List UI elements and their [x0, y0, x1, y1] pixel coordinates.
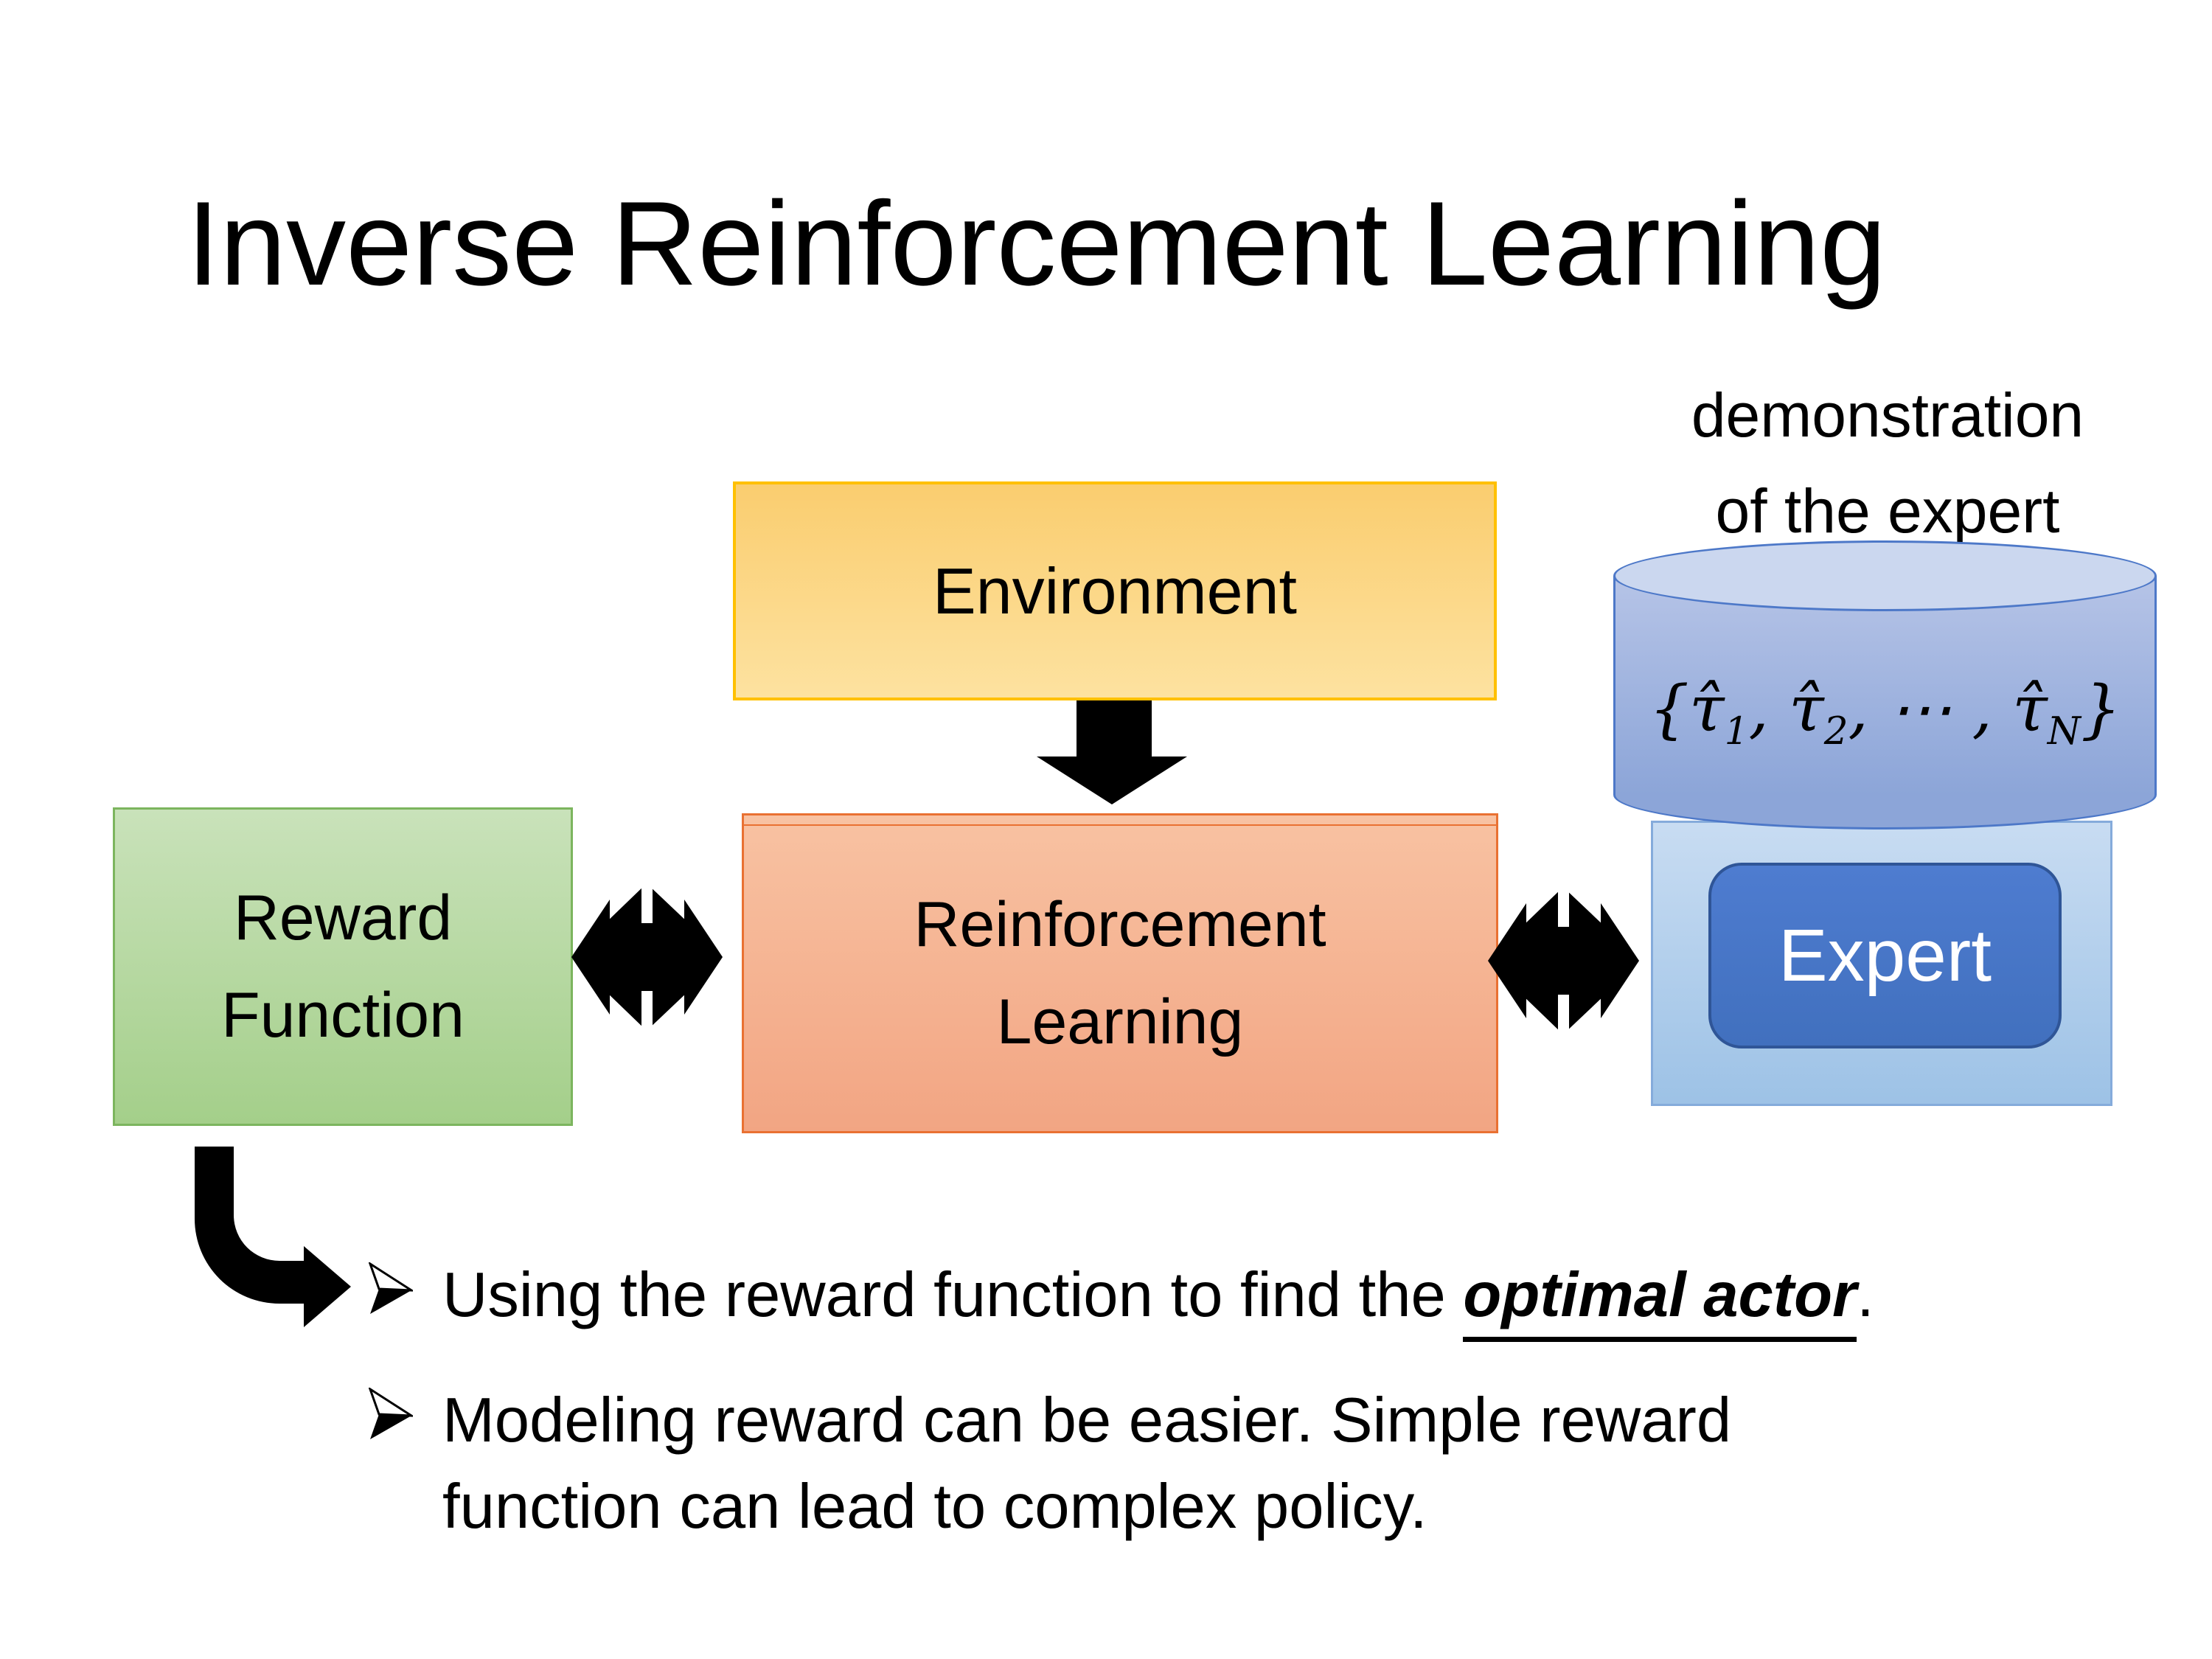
rl-expert-double-arrow-icon — [1488, 887, 1639, 1034]
box-edge-line — [744, 824, 1496, 826]
demonstration-caption: demonstration of the expert — [1611, 367, 2164, 559]
bullet-line: Modeling reward can be easier. Simple re… — [442, 1385, 1732, 1455]
reward-function-label: Reward Function — [221, 883, 465, 1051]
bullet-arrowhead-icon — [369, 1262, 413, 1314]
down-arrow — [1037, 700, 1187, 804]
database-cylinder-body — [1613, 576, 2157, 795]
bullet-arrowhead-icon — [369, 1388, 413, 1439]
database-cylinder-top — [1613, 540, 2157, 611]
environment-label: Environment — [932, 554, 1297, 627]
demonstration-caption-line1: demonstration — [1691, 380, 2084, 450]
optimal-actor-highlight: optimal actor — [1463, 1260, 1857, 1342]
reinforcement-learning-box: Reinforcement Learning — [742, 813, 1498, 1133]
bent-arrow-icon — [195, 1147, 351, 1327]
expert-box: Expert — [1708, 863, 2062, 1048]
trajectory-set-formula: {τ̂1, τ̂2, ⋯ , τ̂N} — [1649, 672, 2121, 754]
reward-rl-double-arrow-icon — [571, 883, 723, 1031]
bullet-item-modeling-reward: Modeling reward can be easier. Simple re… — [442, 1377, 1731, 1550]
expert-label: Expert — [1778, 914, 1992, 997]
page-title: Inverse Reinforcement Learning — [187, 177, 1887, 310]
bullet-item-optimal-actor: Using the reward function to find the op… — [442, 1252, 1874, 1342]
bullet-line: function can lead to complex policy. — [442, 1472, 1427, 1542]
reinforcement-learning-label: Reinforcement Learning — [914, 889, 1326, 1057]
demonstration-caption-line2: of the expert — [1715, 476, 2060, 546]
environment-box: Environment — [733, 481, 1497, 700]
reward-function-box: Reward Function — [113, 807, 573, 1126]
